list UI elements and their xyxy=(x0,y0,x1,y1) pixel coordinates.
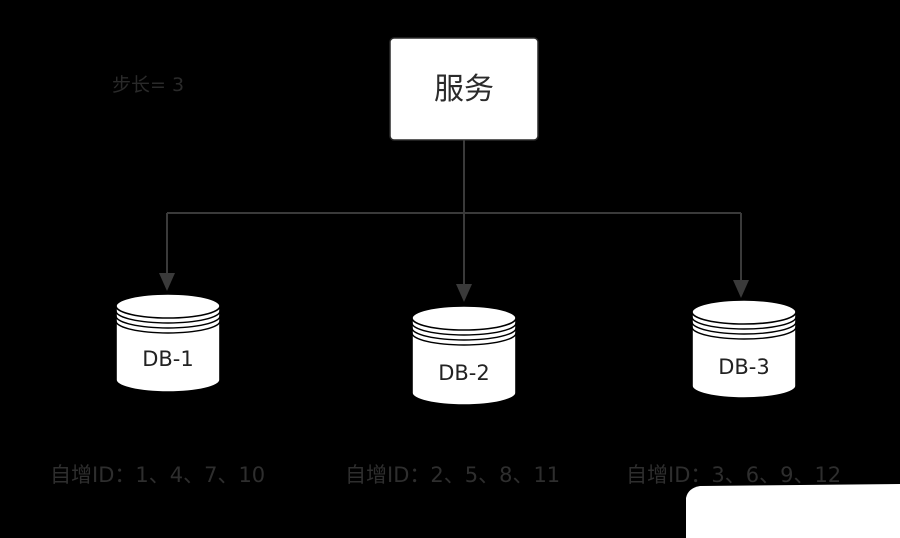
db-1-ring-3 xyxy=(115,320,221,334)
db-2-label: DB-2 xyxy=(438,361,490,385)
db-2-id-label: 自增ID：2、5、8、11 xyxy=(345,463,560,487)
db-node-1: DB-1 xyxy=(115,293,221,393)
db-2-ring-3 xyxy=(411,332,517,346)
db-3-ring-2 xyxy=(691,321,797,335)
db-1-cylinder-top xyxy=(115,293,221,319)
db-node-3: DB-3 xyxy=(691,299,797,399)
connector-lines xyxy=(159,140,749,302)
db-3-cylinder-body xyxy=(691,312,797,399)
db-node-2: DB-2 xyxy=(411,305,517,406)
db-3-label: DB-3 xyxy=(718,355,770,379)
db-1-ring-2 xyxy=(115,315,221,329)
db-1-label: DB-1 xyxy=(142,347,194,371)
db-1-id-label: 自增ID：1、4、7、10 xyxy=(50,463,265,487)
db-3-ring-3 xyxy=(691,326,797,340)
service-node: 服务 xyxy=(389,37,539,141)
service-label: 服务 xyxy=(434,72,494,107)
db-2-ring-2 xyxy=(411,327,517,341)
db-2-ring-1 xyxy=(411,322,517,336)
db-3-ring-1 xyxy=(691,316,797,330)
db-3-id-label: 自增ID：3、6、9、12 xyxy=(626,463,841,487)
db-3-cylinder-top xyxy=(691,299,797,325)
db-2-cylinder-top xyxy=(411,305,517,331)
db-1-ring-1 xyxy=(115,310,221,324)
db-1-cylinder-body xyxy=(115,306,221,393)
db-2-cylinder-body xyxy=(411,318,517,406)
arrowhead-db-3 xyxy=(733,280,749,298)
arrowhead-db-2 xyxy=(456,284,472,302)
step-label: 步长= 3 xyxy=(112,74,184,96)
corner-overlay xyxy=(686,484,900,538)
arrowhead-db-1 xyxy=(159,273,175,291)
